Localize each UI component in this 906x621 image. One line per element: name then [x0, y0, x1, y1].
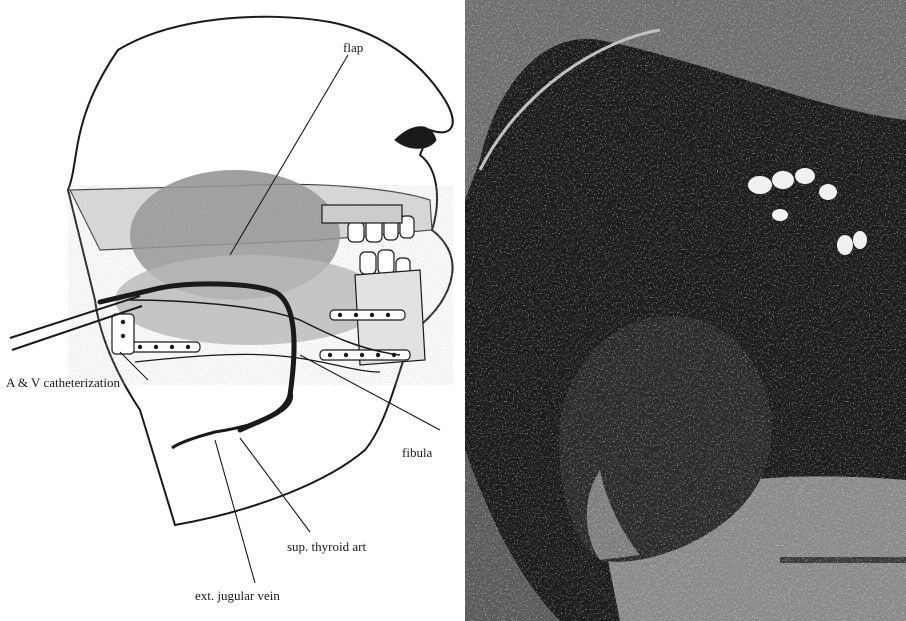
catheterization-label: A & V catheterization: [6, 375, 120, 390]
jugular-label: ext. jugular vein: [195, 588, 280, 603]
jugular-vessel: [172, 390, 292, 448]
surgical-photo: [465, 0, 906, 621]
sup-thyroid-label: sup. thyroid art: [287, 539, 366, 554]
anatomy-diagram: flap A & V catheterization fibula sup. t…: [6, 17, 453, 603]
flap-label: flap: [343, 40, 363, 55]
fibula-label: fibula: [402, 445, 433, 460]
nose-outline: [395, 127, 436, 148]
